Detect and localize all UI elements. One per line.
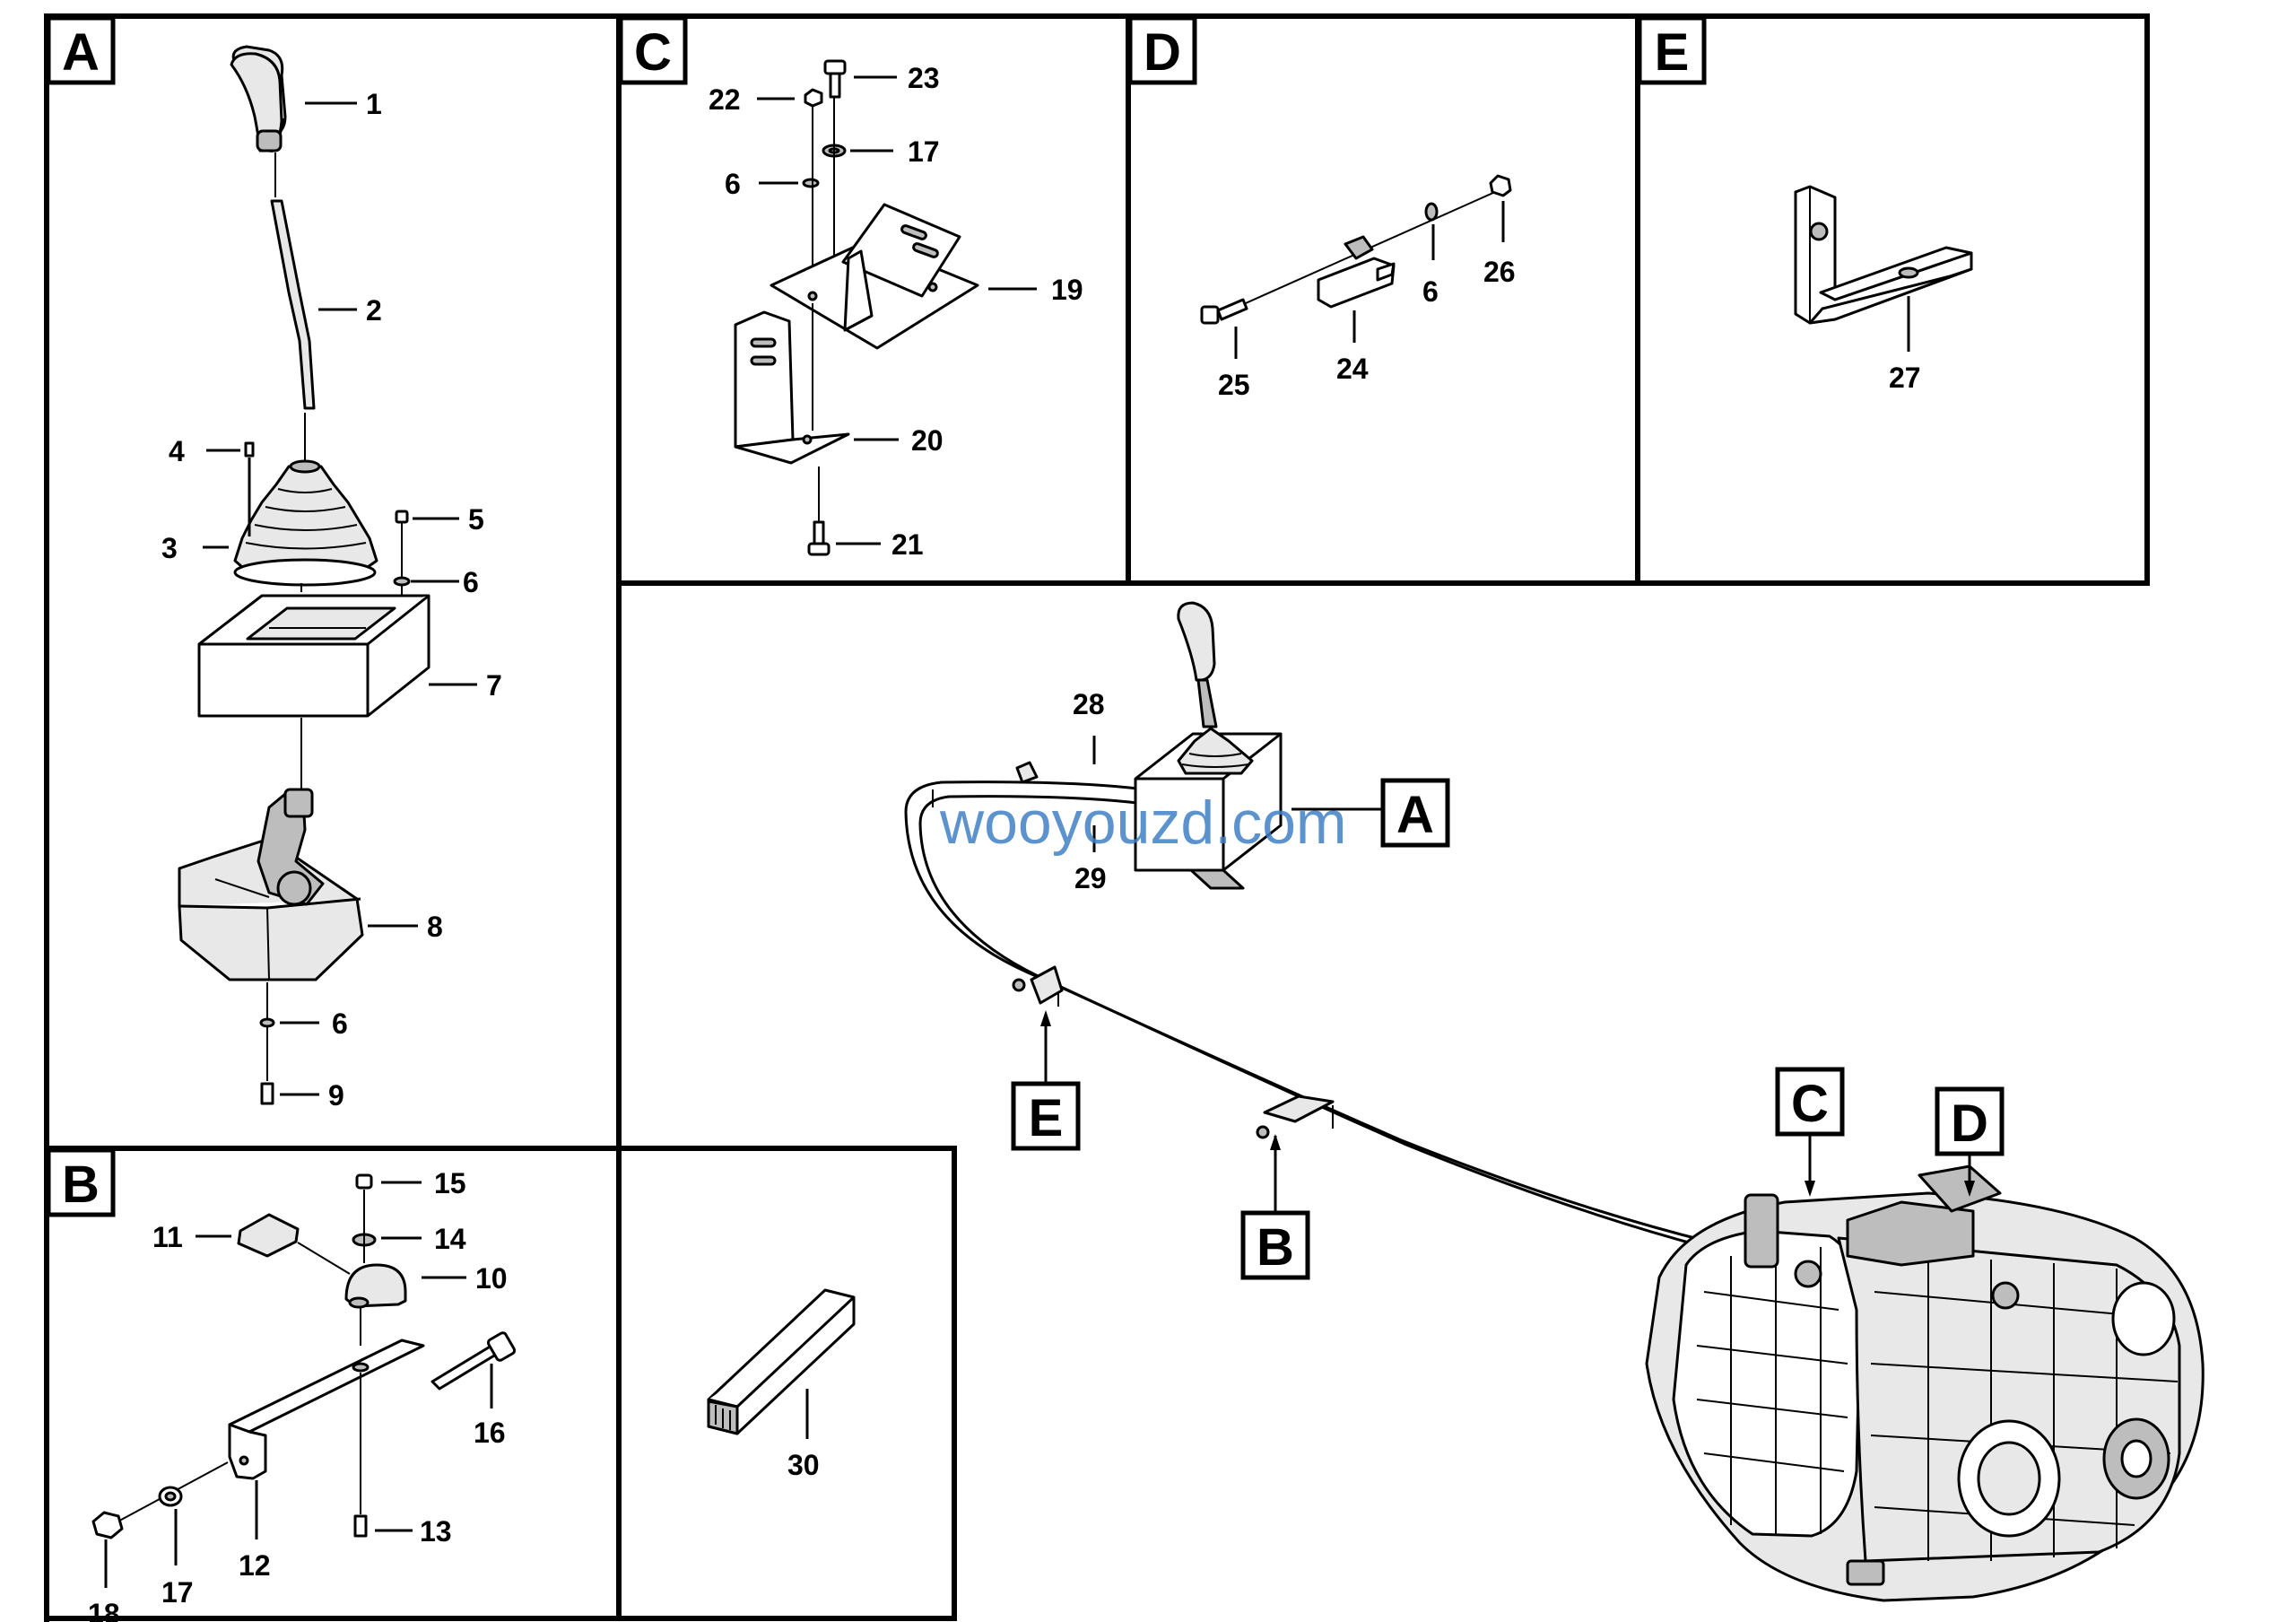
panel-frames	[44, 13, 2150, 1622]
callout-28: 28	[1073, 688, 1105, 720]
panel-b: 11 15 14 10 16 13 12	[88, 1167, 517, 1622]
callout-16: 16	[474, 1417, 506, 1449]
callout-15: 15	[434, 1167, 466, 1199]
shift-lever	[270, 199, 316, 410]
gear-knob	[230, 45, 287, 153]
callout-27: 27	[1889, 362, 1921, 394]
overview-assembly: 28 29	[904, 601, 2205, 1602]
callout-29: 29	[1074, 862, 1107, 894]
mounting-plate-20	[734, 310, 850, 465]
callout-22: 22	[709, 83, 741, 116]
callout-11: 11	[152, 1221, 183, 1253]
shifter-base	[178, 788, 364, 981]
callout-6a: 6	[463, 566, 479, 598]
callout-12: 12	[239, 1549, 271, 1582]
section-label-c: C	[618, 15, 688, 85]
svg-text:A: A	[1396, 786, 1434, 844]
callout-20: 20	[911, 424, 944, 457]
callout-3: 3	[161, 532, 178, 564]
callout-17a: 17	[908, 135, 940, 168]
callout-7: 7	[486, 669, 502, 702]
console-frame	[197, 594, 430, 718]
overview-label-d: D	[1935, 1086, 2005, 1156]
callout-30: 30	[787, 1449, 820, 1481]
angle-bracket-27	[1794, 185, 1973, 325]
callout-6c: 6	[725, 168, 741, 200]
section-label-d: D	[1127, 15, 1197, 85]
watermark: wooyouzd.com	[939, 789, 1347, 857]
svg-text:C: C	[1791, 1075, 1829, 1133]
callout-1: 1	[366, 88, 382, 120]
callout-10: 10	[475, 1262, 508, 1295]
svg-text:B: B	[62, 1155, 100, 1214]
svg-text:E: E	[1029, 1089, 1064, 1147]
callout-6d: 6	[1422, 275, 1439, 308]
panel-a: 1 2 3 4 5 6	[161, 45, 502, 1112]
cable-clip-24	[1317, 235, 1396, 309]
callout-26: 26	[1483, 256, 1516, 288]
callout-13: 13	[420, 1515, 452, 1548]
overview-shifter	[1134, 601, 1283, 890]
callout-8: 8	[427, 911, 443, 943]
callout-6b: 6	[332, 1007, 348, 1040]
section-label-a: A	[46, 15, 116, 85]
callout-17b: 17	[161, 1576, 194, 1609]
callout-25: 25	[1218, 369, 1250, 401]
panel-d: 25 24 6 26	[1200, 174, 1516, 401]
rubber-boot	[233, 459, 378, 587]
callout-24: 24	[1336, 353, 1369, 385]
support-bracket	[228, 1339, 425, 1480]
section-label-e: E	[1637, 15, 1707, 85]
edge-trim-30	[707, 1288, 856, 1435]
transmission	[1645, 1164, 2205, 1602]
panel-edge-trim: 30	[707, 1288, 856, 1481]
overview-label-b: B	[1240, 1210, 1310, 1280]
callout-5: 5	[468, 503, 484, 536]
callout-19: 19	[1051, 274, 1083, 306]
section-label-b: B	[46, 1147, 116, 1217]
callout-2: 2	[366, 294, 382, 327]
callout-18: 18	[88, 1598, 120, 1622]
panel-e: 27	[1794, 185, 1973, 394]
mounting-plate-19	[770, 203, 979, 350]
overview-label-c: C	[1775, 1067, 1845, 1137]
svg-text:B: B	[1257, 1218, 1294, 1277]
callout-23: 23	[908, 62, 940, 94]
overview-label-a: A	[1380, 778, 1450, 848]
panel-c: 23 22 17 6 19	[709, 59, 1083, 561]
callout-21: 21	[891, 528, 924, 561]
callout-4: 4	[169, 435, 185, 467]
svg-text:E: E	[1655, 23, 1690, 82]
callout-9: 9	[328, 1079, 344, 1112]
callout-14: 14	[434, 1223, 466, 1255]
overview-label-e: E	[1011, 1081, 1081, 1151]
svg-text:C: C	[634, 23, 672, 82]
svg-text:A: A	[62, 23, 100, 82]
svg-text:D: D	[1144, 23, 1181, 82]
svg-text:D: D	[1951, 1094, 1988, 1153]
